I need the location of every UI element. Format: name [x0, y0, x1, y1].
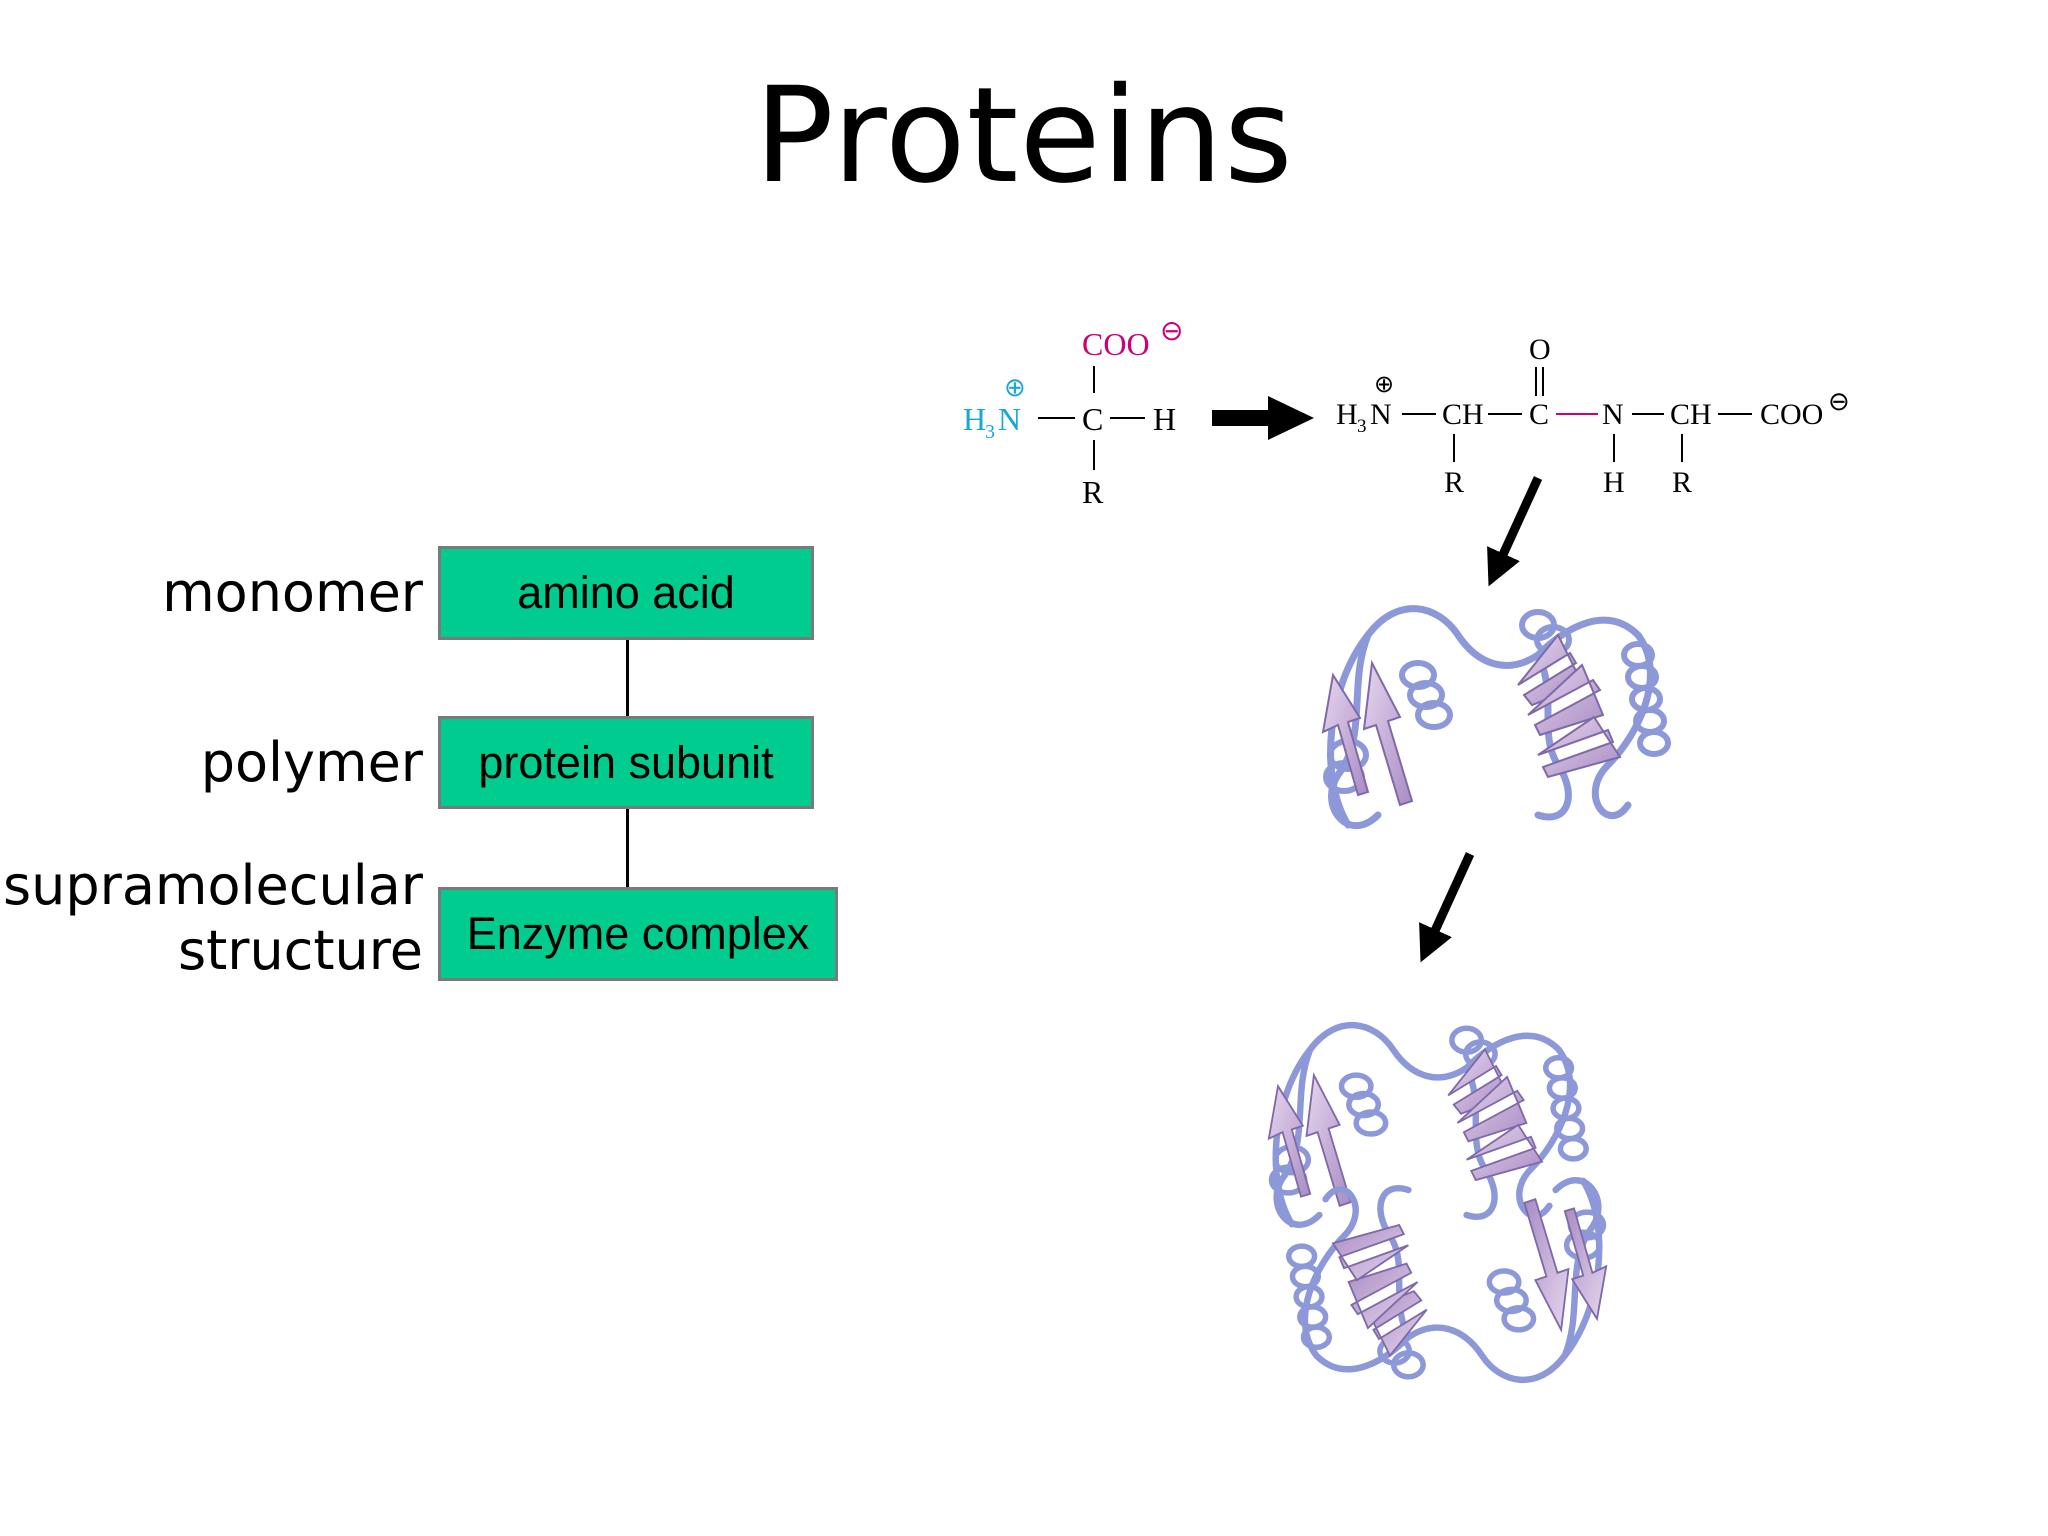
connector-monomer-polymer: [626, 640, 629, 718]
connector-polymer-complex: [626, 809, 629, 887]
amino-acid-text: amino acid: [517, 567, 735, 618]
negative-charge-icon: ⊖: [1160, 316, 1183, 347]
dipeptide-carbonyl-o: O: [1529, 333, 1551, 366]
amino-h: H: [963, 401, 986, 437]
down-arrow-icon-2: [1419, 852, 1475, 963]
alpha-hydrogen: H: [1153, 401, 1176, 437]
protein-subunit-text: protein subunit: [478, 736, 774, 788]
right-arrow-icon: [1212, 396, 1314, 440]
dipeptide-r1: R: [1444, 466, 1464, 499]
dipeptide-ch1: CH: [1442, 398, 1484, 431]
amino-acid-box: amino acid: [438, 546, 814, 640]
monomer-label: monomer: [162, 561, 423, 624]
dipeptide-structure: ⊕ H 3 N CH C O N CH COO ⊖ R H R: [1336, 333, 1850, 499]
dipeptide-coo: COO: [1760, 398, 1823, 431]
protein-subunit-illustration: [1323, 609, 1668, 826]
enzyme-complex-box: Enzyme complex: [438, 887, 838, 981]
polymer-label: polymer: [200, 731, 423, 794]
carboxyl-group: COO: [1082, 326, 1150, 362]
dipeptide-carbonyl-c: C: [1529, 398, 1549, 431]
down-arrow-icon-1: [1487, 476, 1543, 587]
dipeptide-ch2: CH: [1670, 398, 1712, 431]
supramolecular-label: supramolecular: [2, 854, 423, 917]
page-title: Proteins: [754, 59, 1294, 213]
dipeptide-subscript: 3: [1357, 416, 1367, 437]
alpha-carbon: C: [1082, 401, 1103, 437]
side-chain-r: R: [1082, 474, 1104, 510]
positive-charge-icon: ⊕: [1004, 373, 1026, 402]
dipeptide-r2: R: [1672, 466, 1692, 499]
dipeptide-h: H: [1336, 398, 1358, 431]
amino-subscript: 3: [985, 421, 995, 443]
dipeptide-negative-charge-icon: ⊖: [1828, 387, 1850, 416]
dipeptide-nh-h: H: [1603, 466, 1625, 499]
amino-acid-structure: COO ⊖ ⊕ H 3 N C H R: [963, 316, 1183, 510]
dipeptide-n1: N: [1370, 398, 1392, 431]
protein-subunit-box: protein subunit: [438, 716, 814, 809]
amino-n: N: [998, 401, 1021, 437]
dipeptide-positive-charge-icon: ⊕: [1374, 372, 1394, 398]
dipeptide-n2: N: [1602, 398, 1624, 431]
enzyme-complex-text: Enzyme complex: [466, 908, 810, 959]
structure-label: structure: [177, 919, 423, 982]
enzyme-complex-illustration: [1269, 1025, 1606, 1380]
